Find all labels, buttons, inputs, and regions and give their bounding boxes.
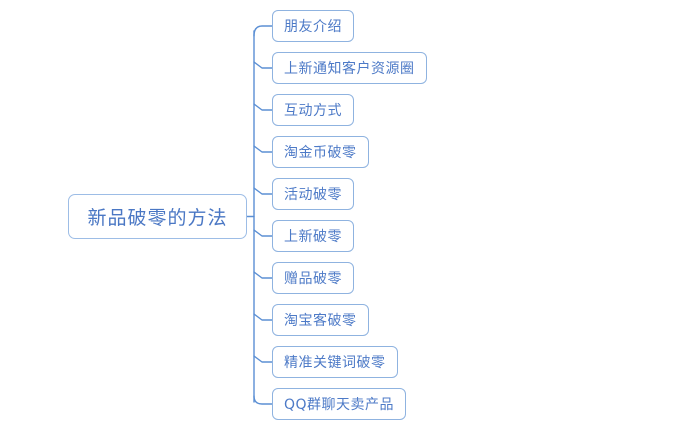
connector-branch-1 <box>253 25 273 37</box>
child-node-label: 精准关键词破零 <box>284 355 386 371</box>
child-node-4[interactable]: 淘金币破零 <box>272 136 369 168</box>
child-node-8[interactable]: 淘宝客破零 <box>272 304 369 336</box>
connector-branch-6 <box>253 229 273 237</box>
child-node-10[interactable]: QQ群聊天卖产品 <box>272 388 407 420</box>
child-node-label: 淘宝客破零 <box>284 313 357 329</box>
connector-branch-7 <box>253 271 273 279</box>
root-node[interactable]: 新品破零的方法 <box>68 194 247 239</box>
child-node-5[interactable]: 活动破零 <box>272 178 354 210</box>
child-node-label: 淘金币破零 <box>284 145 357 161</box>
child-node-6[interactable]: 上新破零 <box>272 220 354 252</box>
connector-branch-9 <box>253 355 273 363</box>
root-node-label: 新品破零的方法 <box>87 207 228 229</box>
child-node-2[interactable]: 上新通知客户资源圈 <box>272 52 427 84</box>
child-node-label: 活动破零 <box>284 187 342 203</box>
connector-branch-10 <box>253 395 273 405</box>
child-node-label: 朋友介绍 <box>284 19 342 35</box>
connector-branch-3 <box>253 103 273 111</box>
child-node-9[interactable]: 精准关键词破零 <box>272 346 398 378</box>
child-node-1[interactable]: 朋友介绍 <box>272 10 354 42</box>
connector-branch-5 <box>253 187 273 195</box>
child-node-label: 上新破零 <box>284 229 342 245</box>
child-node-label: 上新通知客户资源圈 <box>284 61 415 77</box>
connector-branch-8 <box>253 313 273 321</box>
child-node-3[interactable]: 互动方式 <box>272 94 354 126</box>
connector-branch-2 <box>253 61 273 69</box>
child-node-label: 互动方式 <box>284 103 342 119</box>
child-node-label: 赠品破零 <box>284 271 342 287</box>
connector-branch-4 <box>253 145 273 153</box>
child-node-7[interactable]: 赠品破零 <box>272 262 354 294</box>
child-node-label: QQ群聊天卖产品 <box>284 397 395 413</box>
